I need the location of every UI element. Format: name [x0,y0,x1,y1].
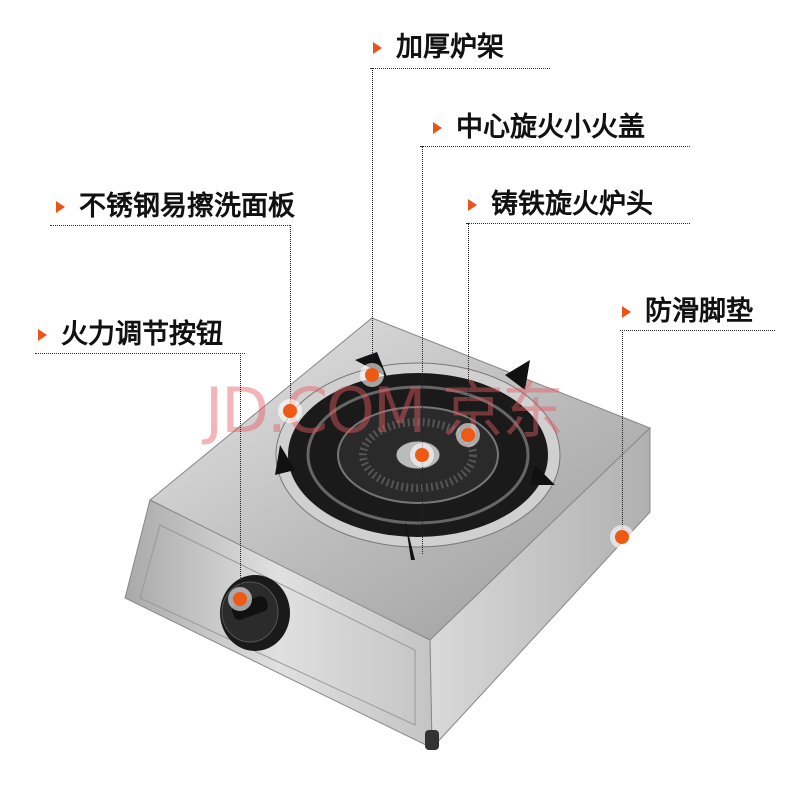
leader-line [240,353,241,598]
leader-line [290,225,291,410]
arrow-icon [622,306,631,318]
watermark: JD.COM 京东 [205,374,564,447]
leader-line [372,68,373,373]
marker-dot [461,428,475,442]
foot-pad [425,730,439,750]
underline [466,223,690,224]
callout-label: 铸铁旋火炉头 [491,189,653,220]
underline [420,146,690,147]
callout-label: 防滑脚垫 [645,296,753,327]
marker-dot [415,448,429,462]
underline [370,68,550,69]
underline [50,225,290,226]
arrow-icon [433,122,442,134]
leader-line [468,223,469,433]
callout-label: 不锈钢易擦洗面板 [79,191,295,222]
arrow-icon [468,199,477,211]
arrow-icon [56,201,65,213]
leader-line [622,330,623,535]
marker-dot [365,368,379,382]
leader-line [422,146,423,554]
underline [620,330,775,331]
callout-label: 加厚炉架 [396,32,504,63]
marker-dot [615,530,629,544]
callout-label: 火力调节按钮 [61,319,223,350]
callout-label: 中心旋火小火盖 [456,112,645,143]
marker-dot [233,592,247,606]
marker-dot [283,404,297,418]
arrow-icon [373,42,382,54]
arrow-icon [38,329,47,341]
underline [35,353,245,354]
